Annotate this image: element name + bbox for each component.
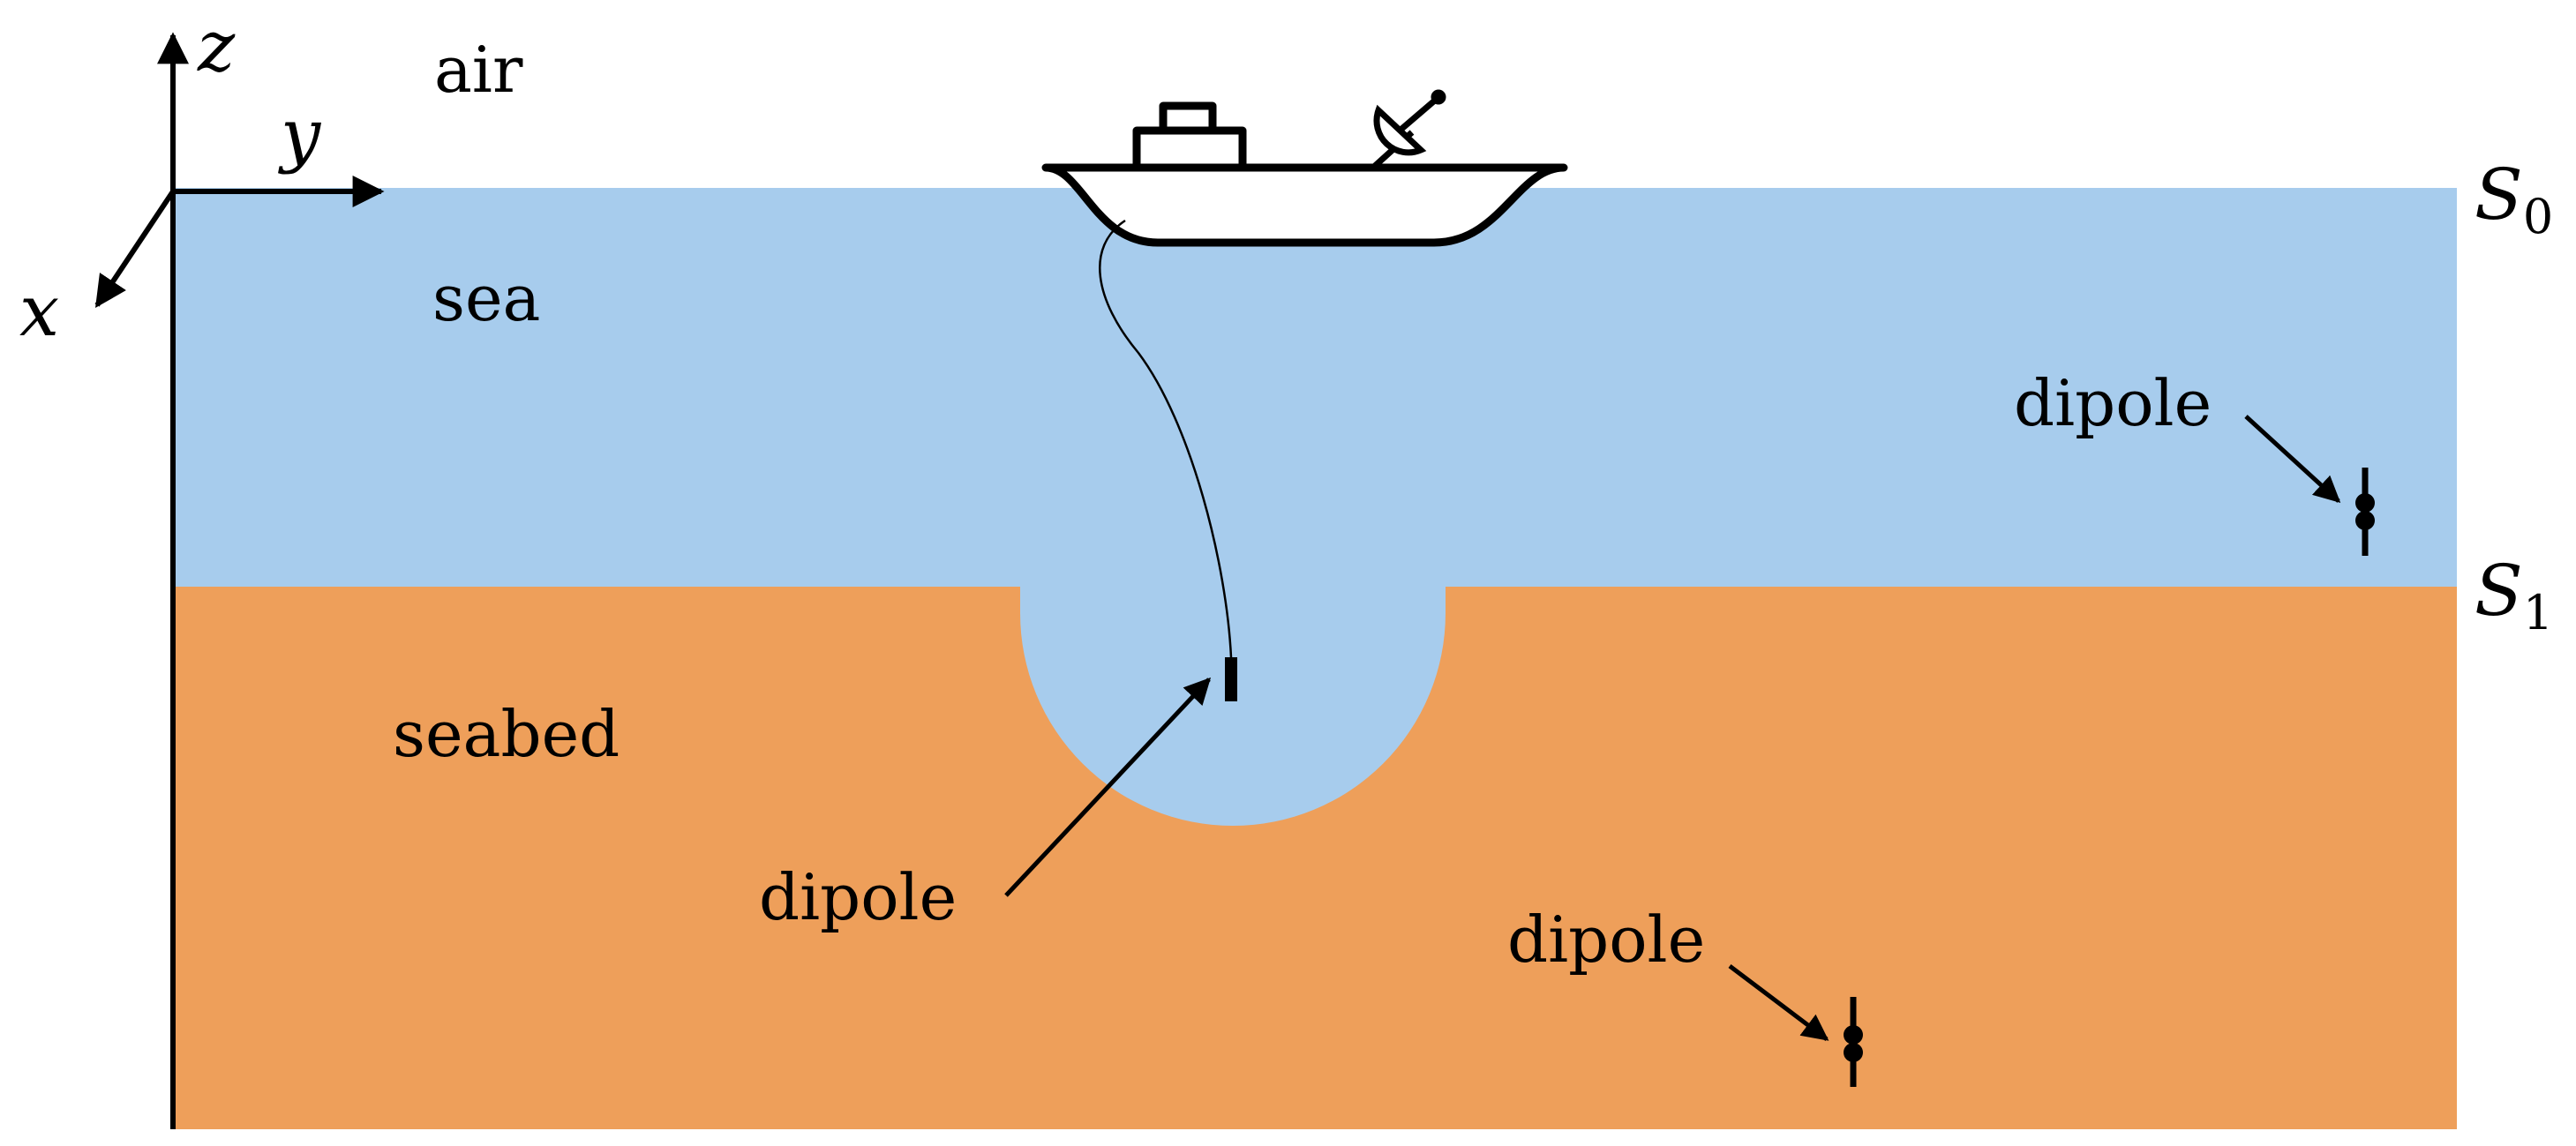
ship-bridge [1159, 101, 1217, 135]
ship-icon [1041, 101, 1568, 247]
dipole-label-seabed: dipole [1507, 903, 1705, 977]
ship-hull [1041, 163, 1568, 247]
coordinate-axes [94, 32, 385, 1129]
dipole-arrow-towed [1004, 677, 1212, 897]
x-axis-label: x [19, 270, 59, 352]
dipole-marker-towed [1225, 657, 1237, 701]
dipole-marker-sea [2355, 468, 2375, 556]
y-axis-label: y [278, 94, 322, 176]
tow-cable [1099, 219, 1233, 658]
surface-s1-label: S1 [2475, 550, 2553, 640]
z-axis-label: z [197, 5, 236, 87]
sea-layer [173, 188, 2457, 587]
seabed-label: seabed [393, 697, 620, 771]
air-label: air [434, 33, 523, 107]
dipole-arrow-seabed [1728, 964, 1829, 1041]
dipole-marker-seabed [1844, 997, 1863, 1087]
ship-cabin [1132, 126, 1247, 172]
dipole-label-towed: dipole [759, 860, 957, 934]
x-axis-line [94, 190, 176, 308]
dipole-label-sea: dipole [2014, 366, 2212, 440]
satellite-dish-icon [1372, 89, 1446, 169]
sea-label: sea [432, 261, 540, 335]
surface-s0-label: S0 [2475, 154, 2553, 244]
dipole-arrow-sea [2244, 415, 2341, 504]
